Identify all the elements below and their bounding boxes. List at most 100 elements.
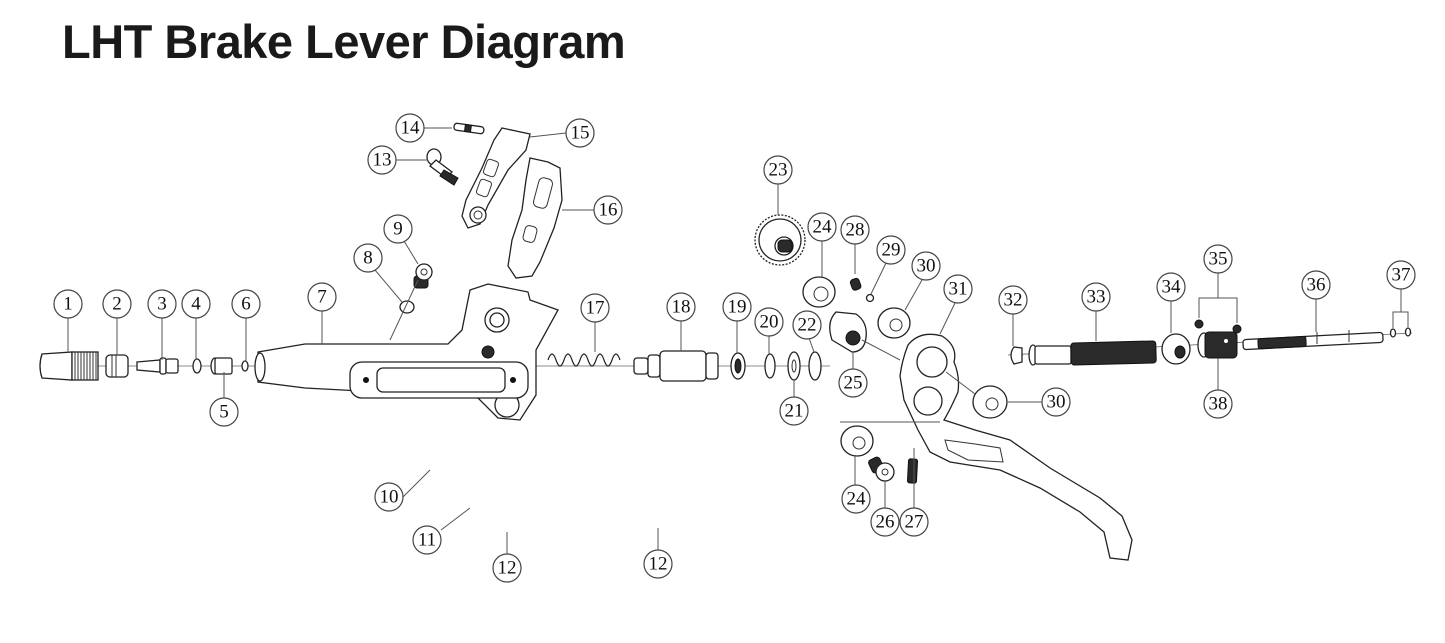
part-26-pivot-bolt: [868, 456, 895, 482]
part-22-circlip: [808, 351, 822, 381]
callout-1: 1: [53, 289, 83, 319]
svg-text:10: 10: [380, 487, 399, 508]
part-34-bushing-nut: [1161, 333, 1191, 365]
part-31-lever-blade: [899, 333, 1133, 561]
part-15-clamp-upper: [461, 127, 531, 229]
svg-text:24: 24: [847, 489, 867, 510]
part-16-clamp-lower: [507, 157, 563, 279]
svg-text:14: 14: [401, 118, 421, 139]
callout-30b: 30: [1041, 387, 1071, 417]
part-21-washer: [787, 351, 801, 381]
svg-text:7: 7: [317, 287, 327, 308]
part-30-bushing-lower: [972, 385, 1008, 419]
leader-lines: [67, 127, 1409, 554]
svg-text:12: 12: [649, 554, 668, 575]
part-38-adjuster-barrel: [1197, 331, 1238, 359]
part-28-set-screw: [849, 277, 862, 291]
part-36-pushrod: [1242, 330, 1384, 351]
part-17-spring: [547, 353, 621, 367]
callout-24b: 24: [841, 484, 871, 514]
callout-38: 38: [1203, 389, 1233, 419]
part-27-grub-screw: [906, 458, 919, 484]
part-24-bushing-upper: [802, 276, 836, 308]
callout-4: 4: [181, 289, 211, 319]
callout-11: 11: [412, 525, 442, 555]
part-13-clamp-bolt: [426, 148, 459, 186]
part-20-o-ring: [764, 353, 776, 379]
callout-27: 27: [899, 507, 929, 537]
svg-text:8: 8: [363, 248, 373, 269]
svg-text:18: 18: [672, 297, 691, 318]
svg-text:12: 12: [498, 558, 517, 579]
part-14-pin: [453, 122, 485, 135]
callout-14: 14: [395, 113, 425, 143]
svg-text:15: 15: [571, 123, 590, 144]
svg-text:5: 5: [219, 402, 229, 423]
callout-17: 17: [580, 293, 610, 323]
part-2-olive: [105, 354, 129, 378]
svg-text:36: 36: [1307, 275, 1326, 296]
callout-31: 31: [943, 274, 973, 304]
callout-16: 16: [593, 195, 623, 225]
svg-text:4: 4: [191, 294, 201, 315]
page-title: LHT Brake Lever Diagram: [62, 15, 626, 68]
part-24-bushing-lower: [840, 425, 874, 457]
part-37-washers: [1389, 327, 1412, 338]
svg-text:38: 38: [1209, 394, 1228, 415]
svg-text:21: 21: [785, 401, 804, 422]
svg-text:34: 34: [1162, 277, 1182, 298]
svg-text:30: 30: [1047, 392, 1066, 413]
svg-text:27: 27: [905, 512, 924, 533]
part-35-balls: [1194, 319, 1242, 334]
part-23-reach-knob: [754, 214, 806, 266]
svg-text:26: 26: [876, 512, 895, 533]
svg-text:35: 35: [1209, 249, 1228, 270]
svg-text:6: 6: [241, 294, 251, 315]
callouts: 1 2 3 4 5 6 7 8 9 10 11 12 12 13 14 15 1…: [53, 113, 1416, 583]
svg-text:28: 28: [846, 220, 865, 241]
part-32-cap: [1010, 346, 1023, 365]
callout-24a: 24: [807, 212, 837, 242]
part-29-ball: [865, 293, 875, 303]
callout-22: 22: [792, 310, 822, 340]
svg-text:32: 32: [1004, 290, 1023, 311]
callout-32: 32: [998, 285, 1028, 315]
part-33-adjuster-screw: [1028, 340, 1157, 366]
callout-36: 36: [1301, 270, 1331, 300]
part-19-seal: [730, 352, 746, 380]
callout-34: 34: [1156, 272, 1186, 302]
svg-text:25: 25: [844, 373, 863, 394]
callout-35: 35: [1203, 244, 1233, 274]
svg-text:29: 29: [882, 240, 901, 261]
callout-8: 8: [353, 243, 383, 273]
part-7-lever-body: [254, 283, 559, 421]
svg-text:13: 13: [373, 150, 392, 171]
callout-9: 9: [383, 214, 413, 244]
svg-text:16: 16: [599, 200, 618, 221]
callout-37: 37: [1386, 260, 1416, 290]
svg-text:19: 19: [728, 297, 747, 318]
svg-text:3: 3: [157, 294, 167, 315]
svg-text:37: 37: [1392, 265, 1411, 286]
svg-text:22: 22: [798, 315, 817, 336]
part-18-piston: [633, 350, 719, 382]
svg-text:30: 30: [917, 256, 936, 277]
callout-10: 10: [374, 482, 404, 512]
svg-text:1: 1: [63, 294, 73, 315]
svg-text:31: 31: [949, 279, 968, 300]
callout-7: 7: [307, 282, 337, 312]
part-4-o-ring: [192, 358, 202, 374]
callout-33: 33: [1081, 282, 1111, 312]
callout-13: 13: [367, 145, 397, 175]
callout-12a: 12: [492, 553, 522, 583]
callout-21: 21: [779, 396, 809, 426]
part-6-ring: [241, 360, 249, 372]
callout-18: 18: [666, 292, 696, 322]
part-5-connector: [210, 357, 233, 375]
part-25-cam: [829, 311, 867, 353]
svg-text:24: 24: [813, 217, 833, 238]
callout-12b: 12: [643, 549, 673, 579]
callout-3: 3: [147, 289, 177, 319]
callout-2: 2: [102, 289, 132, 319]
